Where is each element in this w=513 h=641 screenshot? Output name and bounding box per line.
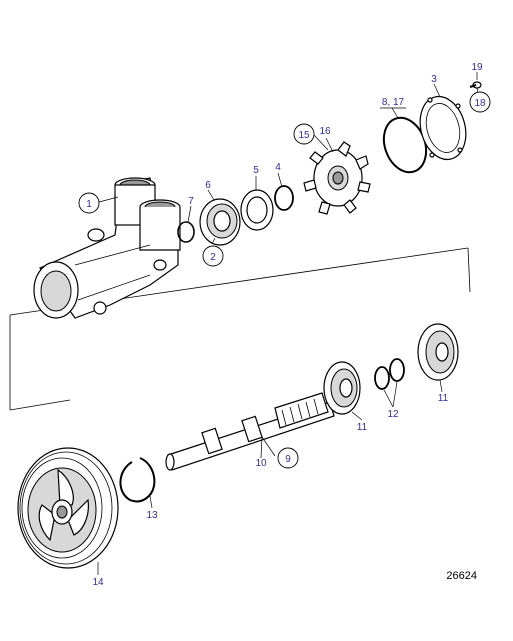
- circlip-a: [374, 366, 390, 390]
- pump-housing: [33, 177, 181, 319]
- callout-2: 2: [210, 252, 216, 263]
- callout-16: 16: [319, 126, 331, 137]
- seal-assembly: [199, 198, 241, 246]
- circlip-b: [389, 358, 405, 382]
- cover-plate: [419, 95, 467, 161]
- callout-11-inner: 11: [357, 422, 368, 433]
- pulley: [17, 447, 119, 569]
- washer: [240, 189, 274, 231]
- callout-5: 5: [253, 165, 259, 176]
- callout-7: 7: [188, 196, 194, 207]
- callout-12: 12: [387, 409, 399, 420]
- screw: [469, 81, 482, 89]
- callout-8-17: 8, 17: [382, 97, 405, 108]
- drawing-number: 26624: [446, 570, 477, 582]
- circlip-small: [274, 185, 294, 211]
- callout-1: 1: [86, 199, 92, 210]
- callout-9: 9: [285, 454, 291, 465]
- callout-15: 15: [298, 130, 310, 141]
- circlip-large: [119, 457, 156, 503]
- callout-13: 13: [146, 510, 158, 521]
- callout-6: 6: [205, 180, 211, 191]
- callout-11-outer: 11: [438, 393, 449, 404]
- impeller: [303, 141, 371, 215]
- o-ring-small: [177, 221, 195, 243]
- callout-3: 3: [431, 74, 437, 85]
- callout-18: 18: [474, 98, 486, 109]
- callout-10: 10: [255, 458, 267, 469]
- bearing-inner: [323, 361, 361, 415]
- callout-19: 19: [471, 62, 483, 73]
- callout-labels: 1 2 3 4 5 6 7 8, 17 9 10 11 11 12 13 14 …: [86, 62, 486, 588]
- bearing-outer: [417, 323, 459, 381]
- leader-lines: [97, 72, 479, 575]
- callout-circles: [78, 91, 491, 469]
- callout-14: 14: [92, 577, 104, 588]
- callout-4: 4: [275, 162, 281, 173]
- shaft: [165, 392, 335, 471]
